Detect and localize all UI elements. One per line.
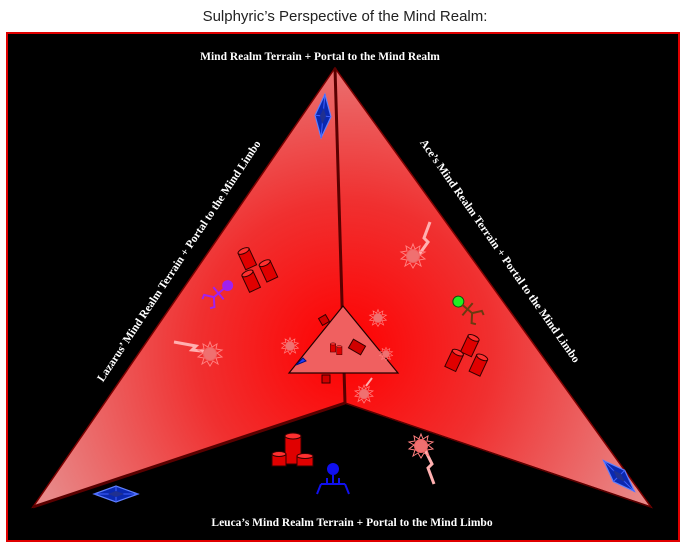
page-title: Sulphyric’s Perspective of the Mind Real… <box>202 8 488 25</box>
spiked-mine-icon <box>408 433 436 485</box>
small-portal-icon <box>295 357 307 366</box>
label-top: Mind Realm Terrain + Portal to the Mind … <box>200 51 440 63</box>
divider-right <box>344 402 652 508</box>
crate-icon <box>347 338 367 356</box>
divider-left <box>32 401 346 509</box>
leuca-figure-icon <box>316 463 350 495</box>
ace-figure-icon <box>452 295 485 326</box>
spiked-mine-icon <box>173 340 223 367</box>
center-triangle <box>287 305 400 374</box>
crate-icon <box>321 374 331 384</box>
label-bottom: Leuca’s Mind Realm Terrain + Portal to t… <box>211 517 492 529</box>
bottom-barrel-cluster-icon <box>271 432 314 467</box>
spiked-mine-icon <box>354 377 374 404</box>
spiked-mine-icon <box>400 221 432 269</box>
lazarus-figure-icon <box>201 280 234 310</box>
crate-icon <box>317 313 331 327</box>
left-portal-crystal-icon <box>93 485 139 503</box>
